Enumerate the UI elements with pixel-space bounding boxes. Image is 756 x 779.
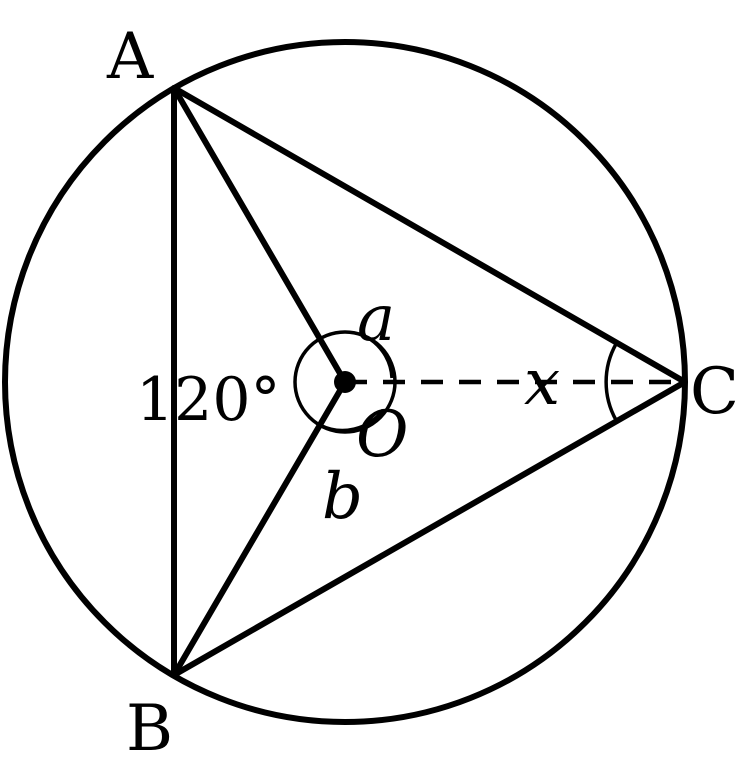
label-angle-b: b xyxy=(322,460,363,534)
radius-oa xyxy=(171,85,348,385)
label-angle-120: 120° xyxy=(136,365,281,435)
label-c: C xyxy=(690,355,739,429)
label-angle-a: a xyxy=(357,282,395,356)
label-angle-x: x xyxy=(524,346,560,420)
triangle-abc xyxy=(171,85,688,678)
label-a: A xyxy=(106,20,154,94)
angle-arc-a xyxy=(368,337,394,379)
center-dot xyxy=(334,371,356,393)
angle-arc-b xyxy=(319,408,385,433)
label-o: O xyxy=(356,398,408,472)
angle-arc-x xyxy=(604,343,618,421)
radius-ob xyxy=(171,379,348,678)
label-b: B xyxy=(126,692,173,766)
